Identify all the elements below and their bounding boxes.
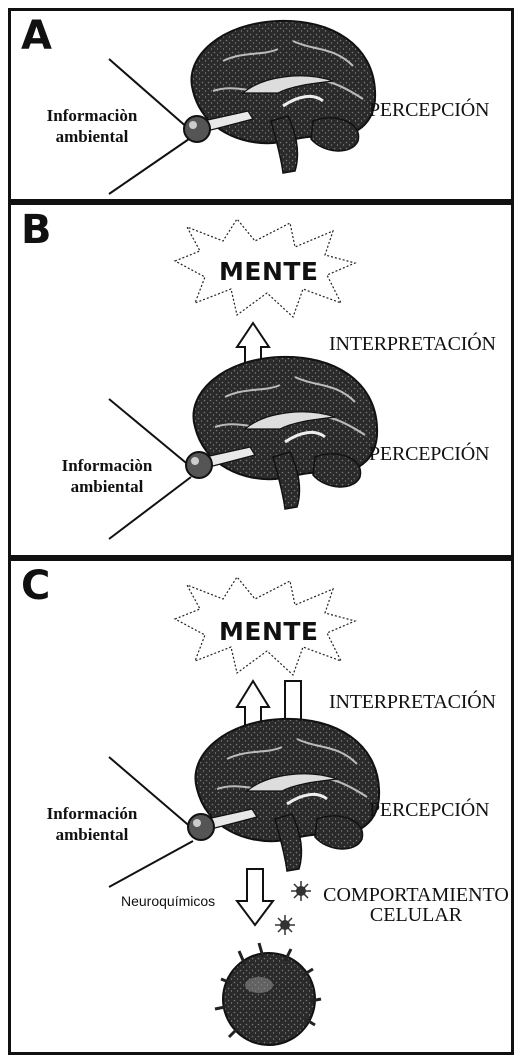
neurochemicals-label: Neuroquímicos	[121, 893, 215, 909]
environmental-info-label: Información ambiental	[17, 803, 167, 845]
panel-b: B MENTE INTERPRETACIÓN Informaciòn ambie…	[8, 202, 514, 558]
interpretation-label: INTERPRETACIÓN	[329, 691, 496, 714]
perception-label: PERCEPCIÓN	[369, 99, 489, 122]
mind-label: MENTE	[219, 257, 319, 286]
cell-icon	[215, 943, 321, 1045]
mind-label: MENTE	[219, 617, 319, 646]
brain-illustration	[186, 357, 377, 509]
neurochemical-arrow-icon	[237, 869, 273, 925]
molecule-icon	[291, 881, 311, 901]
panel-c: C MENTE INTERPR	[8, 558, 514, 1055]
environmental-info-label: Informaciòn ambiental	[17, 105, 167, 147]
perception-label: PERCEPCIÓN	[369, 443, 489, 466]
cell-behavior-label: COMPORTAMIENTO CELULAR	[321, 885, 511, 925]
perception-label: PERCEPCIÓN	[369, 799, 489, 822]
brain-illustration	[184, 21, 375, 173]
molecule-icon	[275, 915, 295, 935]
panel-a: A Informaciòn ambiental PERCEPCIÓN	[8, 8, 514, 202]
brain-illustration	[188, 719, 379, 871]
environmental-info-label: Informaciòn ambiental	[37, 455, 177, 497]
interpretation-label: INTERPRETACIÓN	[329, 333, 496, 356]
